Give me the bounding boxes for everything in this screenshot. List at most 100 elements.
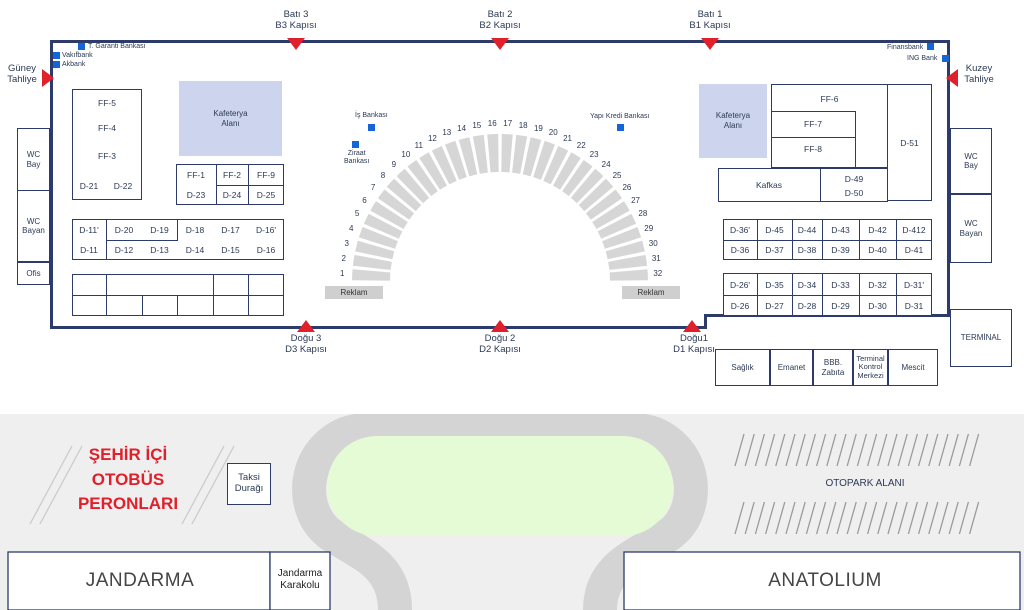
seat-section[interactable] (352, 269, 391, 281)
seat-section[interactable] (585, 189, 623, 220)
store-ff5[interactable]: FF-5 (98, 98, 116, 108)
seat-section[interactable] (352, 254, 392, 270)
store-d24[interactable]: D-24 (222, 190, 242, 200)
bank-ing[interactable]: ING Bank (907, 55, 938, 62)
seat-section[interactable] (407, 159, 438, 197)
north-exit-arrow-icon[interactable] (946, 69, 958, 87)
store-ff7[interactable]: FF-7 (804, 119, 822, 129)
store-ff1[interactable]: FF-1 (187, 170, 205, 180)
store-ff6[interactable]: FF-6 (820, 94, 839, 104)
anatolium[interactable]: ANATOLIUM (768, 570, 882, 591)
seat-section[interactable] (501, 134, 513, 173)
gate-b1-arrow-icon[interactable] (701, 38, 719, 50)
cafeteria-left[interactable]: Kafeterya Alanı (179, 81, 282, 156)
seat-section[interactable] (396, 168, 430, 204)
store-row1-2[interactable]: D-19 (150, 224, 169, 235)
bank-garanti[interactable]: T. Garanti Bankası (88, 43, 146, 50)
seat-section[interactable] (553, 152, 581, 190)
seat-section[interactable] (533, 140, 555, 180)
seat-section[interactable] (419, 152, 447, 190)
seat-section[interactable] (355, 240, 395, 260)
seat-section[interactable] (363, 213, 403, 239)
store-r-row1-4[interactable]: D-42 (868, 224, 887, 235)
store-d22[interactable]: D-22 (113, 181, 133, 191)
store-ff8[interactable]: FF-8 (804, 144, 822, 154)
seat-section[interactable] (431, 145, 457, 185)
store-row2-0[interactable]: D-11 (80, 244, 98, 255)
jandarma[interactable]: JANDARMA (85, 570, 195, 591)
bank-vakif[interactable]: Vakıfbank (62, 52, 93, 59)
gate-d3-arrow-icon[interactable] (297, 320, 315, 332)
south-exit-arrow-icon[interactable] (42, 69, 54, 87)
wc-men-left[interactable]: WC Bay (17, 128, 50, 191)
ff-block-left[interactable] (72, 89, 142, 200)
bank-finans[interactable]: Finansbank (887, 44, 924, 51)
store-ff9[interactable]: FF-9 (257, 170, 275, 180)
store-r-row2-1[interactable]: D-37 (765, 244, 784, 255)
service-luggage[interactable]: Emanet (770, 349, 813, 386)
wc-men-right[interactable]: WC Bay (950, 128, 992, 194)
seat-section[interactable] (602, 227, 642, 249)
store-r-row4-3[interactable]: D-29 (831, 300, 850, 311)
seat-section[interactable] (543, 145, 569, 185)
seat-section[interactable] (458, 137, 478, 177)
terminal-box[interactable]: TERMİNAL (950, 309, 1012, 367)
parking-area[interactable]: OTOPARK ALANI (825, 478, 905, 489)
store-row2-2[interactable]: D-13 (150, 244, 169, 255)
seat-section[interactable] (358, 227, 398, 249)
store-d51[interactable]: D-51 (900, 138, 919, 148)
store-r-row2-3[interactable]: D-39 (831, 244, 850, 255)
service-police[interactable]: BBB. Zabıta (813, 349, 853, 386)
gate-d2-arrow-icon[interactable] (491, 320, 509, 332)
store-r-row1-2[interactable]: D-44 (797, 224, 817, 235)
taxi-stand[interactable]: Taksi Durağı (227, 463, 271, 505)
store-r-row1-5[interactable]: D-412 (902, 224, 926, 235)
store-row1-4[interactable]: D-17 (221, 224, 240, 235)
store-r-row1-1[interactable]: D-45 (765, 224, 784, 235)
store-r-row2-0[interactable]: D-36 (730, 244, 750, 255)
store-row2-3[interactable]: D-14 (185, 244, 205, 255)
store-r-row4-2[interactable]: D-28 (797, 300, 817, 311)
store-row1-5[interactable]: D-16' (255, 224, 277, 235)
store-r-row3-5[interactable]: D-31' (903, 279, 925, 290)
store-d51-box[interactable] (887, 84, 932, 201)
seat-section[interactable] (570, 168, 604, 204)
service-masjid[interactable]: Mescit (888, 349, 938, 386)
seat-section[interactable] (605, 240, 645, 260)
cafeteria-right[interactable]: Kafeterya Alanı (699, 84, 767, 158)
store-d50[interactable]: D-50 (844, 188, 864, 198)
store-r-row1-3[interactable]: D-43 (831, 224, 850, 235)
seat-section[interactable] (377, 189, 415, 220)
store-kafkas[interactable]: Kafkas (756, 180, 782, 190)
store-r-row3-0[interactable]: D-26' (729, 279, 751, 290)
store-row2-5[interactable]: D-16 (256, 244, 276, 255)
gate-b3-arrow-icon[interactable] (287, 38, 305, 50)
store-row2-1[interactable]: D-12 (114, 244, 134, 255)
store-d49[interactable]: D-49 (844, 174, 864, 184)
bus-platforms[interactable]: ŞEHİR İÇİ OTOBÜS PERONLARI (77, 445, 179, 514)
bank-is[interactable]: İş Bankası (355, 112, 388, 119)
seat-section[interactable] (487, 134, 499, 173)
seat-section[interactable] (597, 213, 637, 239)
store-r-row2-4[interactable]: D-40 (868, 244, 887, 255)
store-r-row2-5[interactable]: D-41 (904, 244, 924, 255)
store-r-row4-0[interactable]: D-26 (730, 300, 750, 311)
seat-section[interactable] (370, 201, 408, 229)
seat-section[interactable] (608, 254, 648, 270)
store-r-row3-1[interactable]: D-35 (765, 279, 784, 290)
seat-section[interactable] (522, 137, 542, 177)
store-r-row4-4[interactable]: D-30 (868, 300, 887, 311)
seat-section[interactable] (578, 178, 614, 212)
seat-section[interactable] (609, 269, 648, 281)
service-health[interactable]: Sağlık (715, 349, 770, 386)
store-r-row4-1[interactable]: D-27 (765, 300, 784, 311)
bank-yapikredi[interactable]: Yapı Kredi Bankası (590, 113, 650, 120)
store-row1-0[interactable]: D-11' (79, 224, 99, 235)
gate-d1-arrow-icon[interactable] (683, 320, 701, 332)
store-ff4[interactable]: FF-4 (98, 123, 116, 133)
seat-section[interactable] (512, 134, 528, 174)
wc-women-left[interactable]: WC Bayan (17, 190, 50, 262)
seat-section[interactable] (592, 201, 630, 229)
store-r-row1-0[interactable]: D-36' (729, 224, 751, 235)
store-d23[interactable]: D-23 (186, 190, 206, 200)
